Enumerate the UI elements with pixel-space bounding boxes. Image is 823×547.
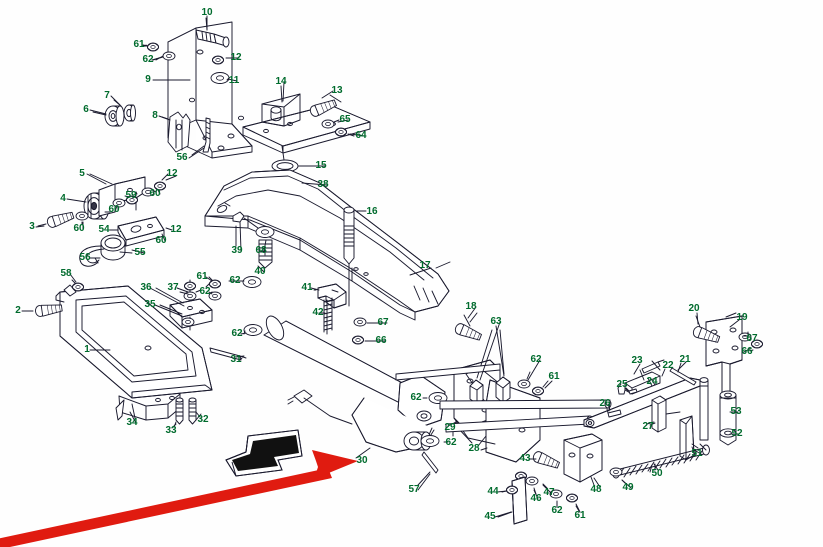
callout-44: 44 [487, 486, 499, 497]
callout-49: 49 [622, 482, 634, 493]
callout-60a: 60 [149, 188, 161, 199]
callout-12a: 12 [230, 52, 242, 63]
callout-9: 9 [145, 74, 151, 85]
callout-62a: 62 [142, 54, 154, 65]
callout-8: 8 [152, 110, 158, 121]
callout-61c: 61 [548, 371, 560, 382]
callout-42: 42 [312, 307, 324, 318]
callout-62d: 62 [231, 328, 243, 339]
callout-22: 22 [662, 360, 674, 371]
callout-16: 16 [366, 206, 378, 217]
callout-67b: 67 [746, 333, 758, 344]
callout-12c: 12 [170, 224, 182, 235]
red-pointer-arrow [0, 450, 358, 547]
callout-11: 11 [228, 75, 240, 86]
callout-31: 31 [230, 354, 242, 365]
callout-13: 13 [331, 85, 343, 96]
callout-62e: 62 [530, 354, 542, 365]
callout-58: 58 [60, 268, 72, 279]
callout-32: 32 [197, 414, 209, 425]
callout-60b: 60 [108, 204, 120, 215]
callout-17: 17 [419, 260, 431, 271]
callout-2: 2 [15, 305, 21, 316]
black-shaded-arrow [225, 429, 303, 477]
callout-52: 52 [731, 428, 743, 439]
callout-25: 25 [616, 379, 628, 390]
callout-64: 64 [355, 130, 367, 141]
callout-14: 14 [275, 76, 287, 87]
callout-50: 50 [651, 468, 663, 479]
callout-37: 37 [167, 282, 179, 293]
callout-5: 5 [79, 168, 85, 179]
callout-41: 41 [301, 282, 313, 293]
callout-68: 68 [255, 245, 267, 256]
callout-23: 23 [631, 355, 643, 366]
callout-36: 36 [140, 282, 152, 293]
callout-34: 34 [126, 417, 138, 428]
callout-55: 55 [134, 247, 146, 258]
callout-10: 10 [201, 7, 213, 18]
callout-33: 33 [165, 425, 177, 436]
callout-43: 43 [519, 453, 531, 464]
callout-38: 38 [317, 179, 329, 190]
callout-48: 48 [590, 484, 602, 495]
callout-19: 19 [736, 312, 748, 323]
callout-29: 29 [444, 422, 456, 433]
callout-62g: 62 [445, 437, 457, 448]
callout-65: 65 [339, 114, 351, 125]
callout-60d: 60 [155, 235, 167, 246]
callout-26: 26 [599, 398, 611, 409]
callout-35: 35 [144, 299, 156, 310]
callout-56b: 56 [79, 252, 91, 263]
callout-7: 7 [104, 90, 110, 101]
callout-18: 18 [465, 301, 477, 312]
callout-15: 15 [315, 160, 327, 171]
callout-62h: 62 [551, 505, 563, 516]
callout-28: 28 [468, 443, 480, 454]
callout-61b: 61 [196, 271, 208, 282]
callout-27: 27 [642, 421, 654, 432]
callout-61d: 61 [574, 510, 586, 521]
callout-62b: 62 [199, 286, 211, 297]
callout-3: 3 [29, 221, 35, 232]
callout-61a: 61 [133, 39, 145, 50]
callout-6: 6 [83, 104, 89, 115]
callout-51: 51 [691, 448, 703, 459]
callout-4: 4 [60, 193, 66, 204]
callout-20: 20 [688, 303, 700, 314]
callout-47: 47 [543, 487, 555, 498]
callout-62c: 62 [229, 275, 241, 286]
callout-1: 1 [84, 344, 90, 355]
callout-66b: 66 [741, 346, 753, 357]
callout-24: 24 [646, 376, 658, 387]
callout-62f: 62 [410, 392, 422, 403]
callout-40: 40 [254, 266, 266, 277]
callout-63: 63 [490, 316, 502, 327]
callout-66a: 66 [375, 335, 387, 346]
callout-57: 57 [408, 484, 420, 495]
callout-39: 39 [231, 245, 243, 256]
callout-12b: 12 [166, 168, 178, 179]
callout-54: 54 [98, 224, 110, 235]
callout-56a: 56 [176, 152, 188, 163]
callout-21: 21 [679, 354, 691, 365]
callout-30: 30 [356, 455, 368, 466]
callout-53: 53 [730, 406, 742, 417]
callout-45: 45 [484, 511, 496, 522]
callout-46: 46 [530, 493, 542, 504]
callout-59: 59 [125, 190, 137, 201]
callout-67a: 67 [377, 317, 389, 328]
callout-60c: 60 [73, 223, 85, 234]
